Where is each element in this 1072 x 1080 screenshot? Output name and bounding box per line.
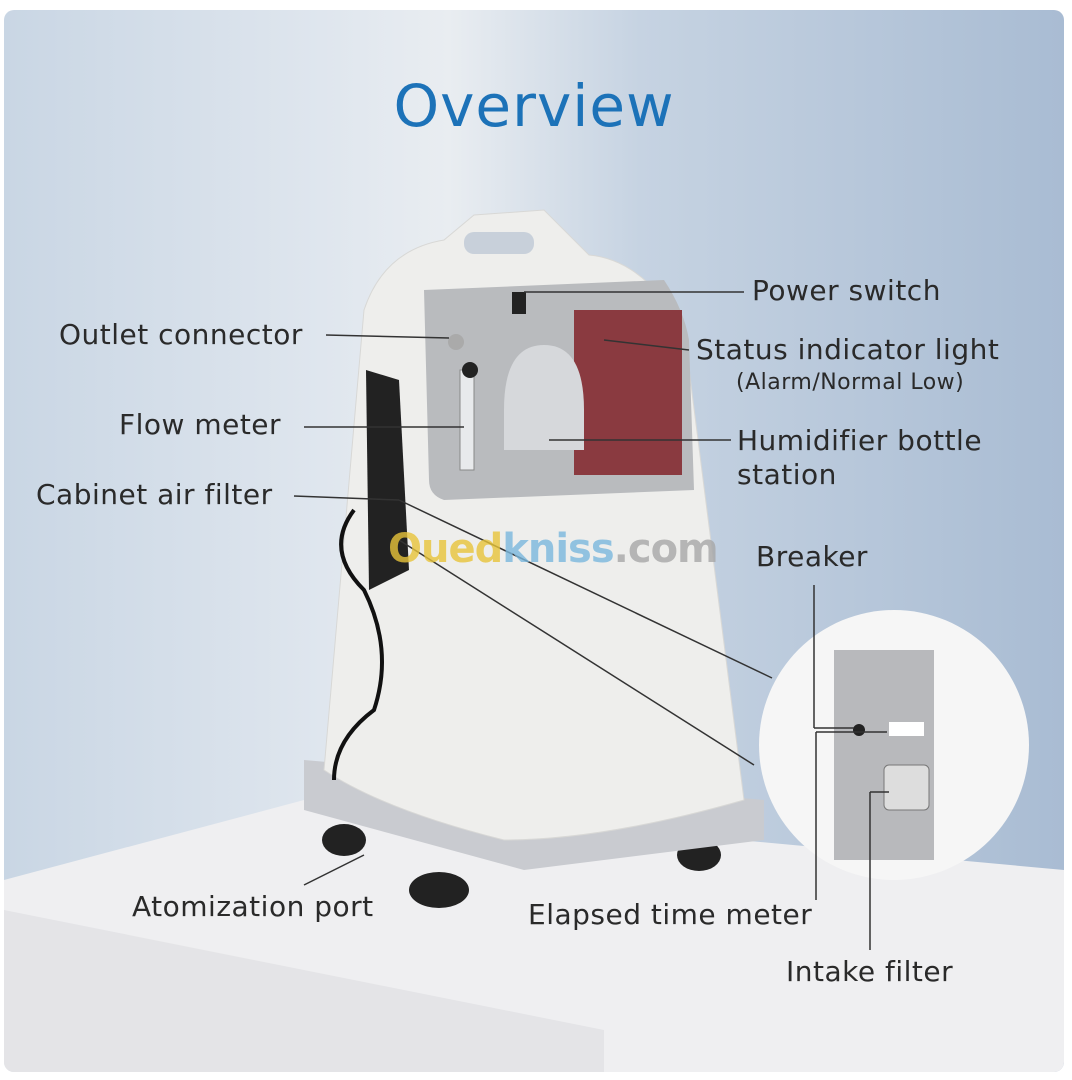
power-switch: [512, 292, 526, 314]
label-power-switch: Power switch: [752, 274, 941, 307]
label-status-indicator-sub: (Alarm/Normal Low): [736, 370, 965, 395]
flow-meter: [459, 369, 475, 471]
watermark-part: kniss: [502, 526, 614, 572]
wheel: [409, 872, 469, 908]
watermark-part: Oued: [388, 526, 503, 572]
watermark: Ouedkniss.com: [388, 526, 719, 572]
watermark-part: .com: [613, 526, 719, 572]
label-atomization-port: Atomization port: [132, 890, 374, 923]
flow-knob: [462, 362, 478, 378]
intake-filter: [883, 764, 930, 811]
breaker: [853, 724, 865, 736]
handle: [464, 232, 534, 254]
humidifier-station: [504, 345, 584, 450]
elapsed-time-meter: [889, 722, 924, 736]
label-intake-filter: Intake filter: [786, 955, 954, 988]
power-cord: [332, 508, 384, 781]
leader-lines: [293, 291, 889, 950]
label-status-indicator: Status indicator light: [696, 333, 1000, 366]
label-outlet-connector: Outlet connector: [59, 318, 303, 351]
label-humidifier-2: station: [737, 458, 837, 491]
info-label: [574, 310, 682, 475]
page-title: Overview: [393, 72, 675, 140]
label-humidifier-1: Humidifier bottle: [737, 424, 983, 457]
label-cabinet-air-filter: Cabinet air filter: [36, 478, 273, 511]
pedestal-front: [4, 910, 604, 1072]
inset-panel: [834, 650, 934, 860]
product-overview-card: Overview Ouedkniss.com Power switch Outl…: [4, 10, 1064, 1072]
label-elapsed-time-meter: Elapsed time meter: [528, 898, 813, 931]
wheel: [322, 824, 366, 856]
outlet-connector: [448, 334, 464, 350]
label-flow-meter: Flow meter: [119, 408, 282, 441]
label-breaker: Breaker: [756, 540, 868, 573]
product-illustration: [4, 209, 1064, 1072]
cabinet-air-filter: [366, 370, 409, 590]
